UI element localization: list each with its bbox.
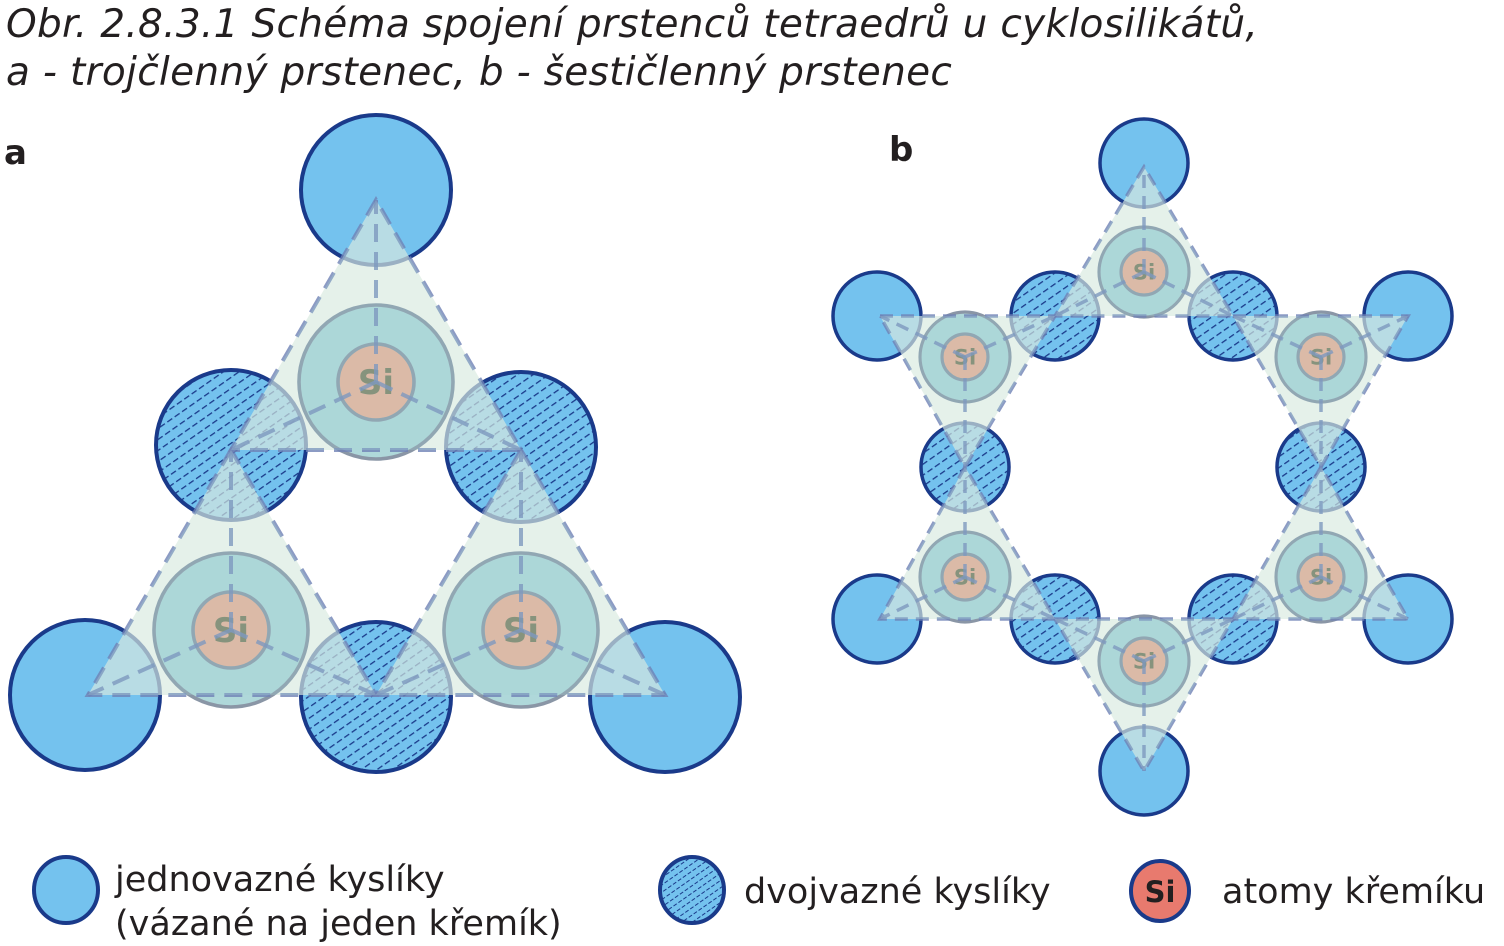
legend-silicon-symbol: Si	[1145, 875, 1176, 909]
si-o-bond	[1054, 617, 1145, 663]
tetrahedron: Si	[1051, 163, 1237, 319]
tetrahedron-edge	[227, 196, 525, 452]
tetrahedron-edge	[1051, 617, 1237, 775]
si-o-bond	[1232, 575, 1322, 621]
tetrahedron-overlay	[88, 450, 376, 695]
tetrahedron-overlay	[1055, 167, 1233, 316]
panel-a-label: a	[4, 133, 27, 173]
legend-silicon-icon	[1129, 859, 1191, 923]
tetrahedron-overlay	[231, 200, 521, 450]
si-o-bond	[964, 314, 1056, 359]
si-o-bond	[1054, 270, 1145, 318]
legend-silicon-label: atomy křemíku	[1222, 872, 1486, 912]
tetrahedron-edge	[877, 314, 1059, 471]
si-o-bond	[879, 314, 966, 359]
tetrahedron-edge	[877, 463, 1059, 621]
figure-title-line-2: a - trojčlenný prstenec, b - šestičlenný…	[6, 50, 953, 95]
si-o-bond	[1320, 575, 1409, 621]
tetrahedron: Si	[1229, 463, 1412, 624]
si-o-bond	[1232, 314, 1322, 359]
tetrahedron: Si	[227, 196, 525, 461]
legend-bridging-oxygen-icon	[658, 855, 726, 925]
panel-b-six-ring: SiSiSiSiSiSi	[831, 117, 1454, 817]
tetrahedron-edge	[1229, 314, 1412, 471]
panel-b-label: b	[889, 130, 914, 170]
legend-single-oxygen-icon	[32, 855, 100, 925]
tetrahedron-edge	[84, 446, 380, 697]
si-o-bond	[879, 575, 966, 621]
si-o-bond	[1143, 617, 1234, 663]
tetrahedron: Si	[84, 446, 380, 709]
tetrahedron-overlay	[376, 450, 665, 695]
overlap-layer	[880, 167, 1408, 771]
tetrahedra-layer: SiSiSi	[84, 196, 669, 709]
tetrahedron-edge	[372, 446, 669, 697]
panel-a-three-ring: SiSiSi	[8, 113, 742, 774]
tetrahedron: Si	[877, 310, 1059, 471]
legend-single-oxygen-label: jednovazné kyslíky (vázané na jeden křem…	[115, 858, 562, 946]
overlap-layer	[88, 200, 665, 695]
legend-single-oxygen-line2: (vázané na jeden křemík)	[115, 904, 562, 944]
legend-bridging-oxygen-label: dvojvazné kyslíky	[744, 872, 1051, 912]
tetrahedron: Si	[1229, 310, 1412, 471]
tetrahedron-overlay	[880, 316, 1055, 467]
si-o-bond	[964, 575, 1056, 621]
tetrahedron: Si	[372, 446, 669, 709]
legend-single-oxygen-line1: jednovazné kyslíky	[115, 860, 445, 900]
tetrahedra-layer: SiSiSiSiSiSi	[877, 163, 1412, 775]
tetrahedron-edge	[1229, 463, 1412, 621]
si-o-bond	[1143, 270, 1234, 318]
tetrahedron: Si	[1051, 614, 1237, 775]
tetrahedron-overlay	[1233, 467, 1408, 619]
si-o-bond	[1320, 314, 1409, 359]
tetrahedron-overlay	[1233, 316, 1408, 467]
tetrahedron-overlay	[1055, 619, 1233, 771]
tetrahedron-overlay	[880, 467, 1055, 619]
tetrahedron-edge	[1051, 163, 1237, 318]
figure-title-line-1: Obr. 2.8.3.1 Schéma spojení prstenců tet…	[6, 2, 1259, 47]
tetrahedron: Si	[877, 463, 1059, 624]
